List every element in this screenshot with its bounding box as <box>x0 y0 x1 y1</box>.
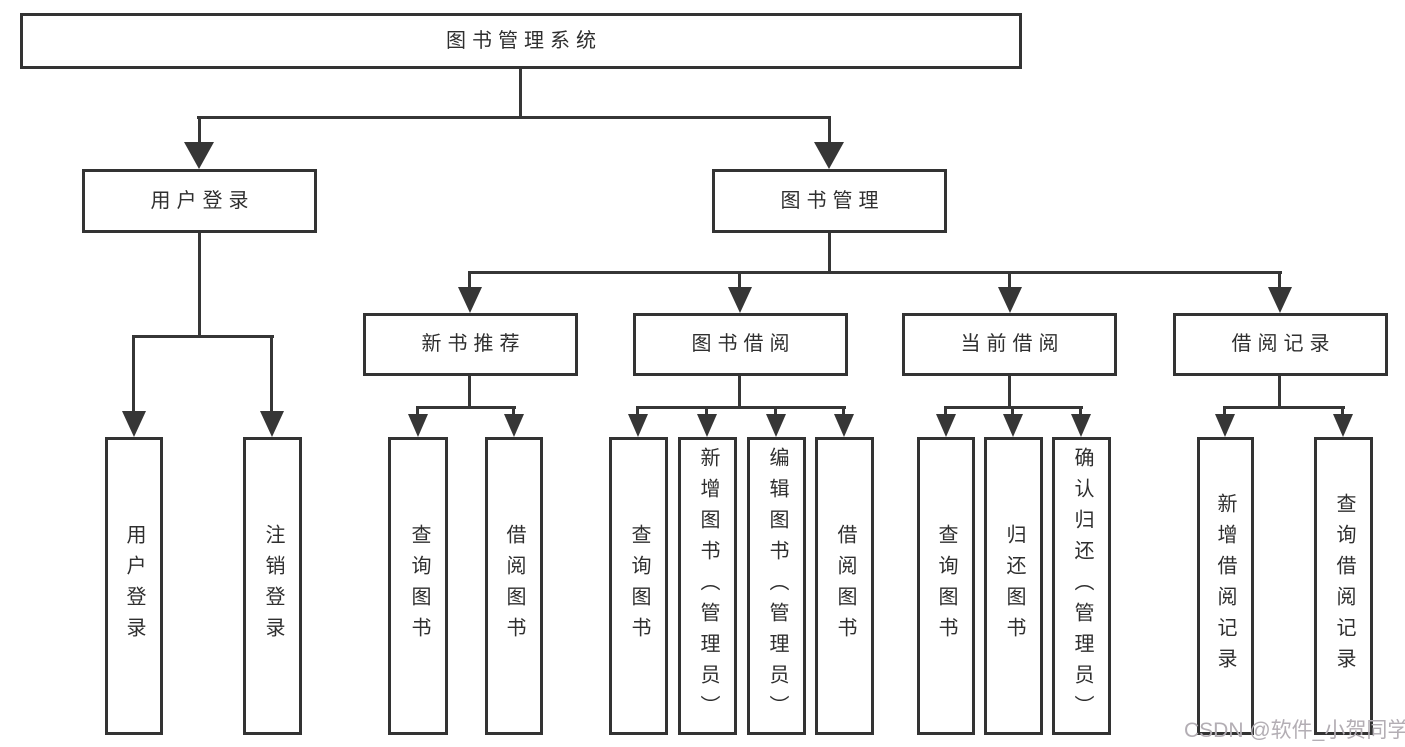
connector-line <box>519 69 522 116</box>
connector-line <box>132 335 274 338</box>
connector-line <box>1223 406 1226 418</box>
connector-line <box>636 406 846 409</box>
leaf-logout: 注销登录 <box>243 437 302 735</box>
arrowhead-down-icon <box>184 142 214 169</box>
arrowhead-down-icon <box>408 414 428 437</box>
arrowhead-down-icon <box>504 414 524 437</box>
node-new-book-recommendation: 新书推荐 <box>363 313 578 376</box>
arrowhead-down-icon <box>814 142 844 169</box>
leaf-return-books: 归还图书 <box>984 437 1043 735</box>
connector-line <box>1011 406 1014 418</box>
arrowhead-down-icon <box>1003 414 1023 437</box>
connector-line <box>1223 406 1345 409</box>
node-user-login: 用户登录 <box>82 169 317 233</box>
connector-line <box>468 271 1282 274</box>
connector-line <box>1278 271 1281 291</box>
connector-line <box>132 335 135 415</box>
connector-line <box>198 116 201 148</box>
connector-line <box>1008 271 1011 291</box>
arrowhead-down-icon <box>697 414 717 437</box>
connector-line <box>416 406 516 409</box>
arrowhead-down-icon <box>1268 287 1292 313</box>
connector-line <box>270 335 273 415</box>
arrowhead-down-icon <box>834 414 854 437</box>
connector-line <box>705 406 708 418</box>
leaf-query-books-current: 查询图书 <box>917 437 975 735</box>
connector-line <box>1278 376 1281 406</box>
node-borrowing-records: 借阅记录 <box>1173 313 1388 376</box>
node-library-system: 图书管理系统 <box>20 13 1022 69</box>
node-book-management: 图书管理 <box>712 169 947 233</box>
arrowhead-down-icon <box>998 287 1022 313</box>
connector-line <box>468 376 471 406</box>
arrowhead-down-icon <box>1333 414 1353 437</box>
node-book-borrowing: 图书借阅 <box>633 313 848 376</box>
arrowhead-down-icon <box>766 414 786 437</box>
leaf-confirm-return-admin: 确认归还（管理员） <box>1052 437 1111 735</box>
arrowhead-down-icon <box>1071 414 1091 437</box>
connector-line <box>636 406 639 418</box>
leaf-query-borrow-record: 查询借阅记录 <box>1314 437 1373 735</box>
connector-line <box>468 271 471 291</box>
connector-line <box>774 406 777 418</box>
leaf-query-books-borrowing: 查询图书 <box>609 437 668 735</box>
arrowhead-down-icon <box>728 287 752 313</box>
node-current-borrowing: 当前借阅 <box>902 313 1117 376</box>
leaf-query-books-recommend: 查询图书 <box>388 437 448 735</box>
connector-line <box>1341 406 1344 418</box>
arrowhead-down-icon <box>1215 414 1235 437</box>
leaf-user-login: 用户登录 <box>105 437 163 735</box>
connector-line <box>416 406 419 418</box>
connector-line <box>828 233 831 271</box>
leaf-add-books-admin: 新增图书（管理员） <box>678 437 737 735</box>
leaf-edit-books-admin: 编辑图书（管理员） <box>747 437 806 735</box>
connector-line <box>1008 376 1011 406</box>
arrowhead-down-icon <box>628 414 648 437</box>
connector-line <box>512 406 515 418</box>
connector-line <box>738 271 741 291</box>
leaf-borrow-books-recommend: 借阅图书 <box>485 437 543 735</box>
connector-line <box>944 406 947 418</box>
watermark-text: CSDN @软件_小贺同学 <box>1184 719 1405 742</box>
connector-line <box>828 116 831 148</box>
connector-line <box>1079 406 1082 418</box>
leaf-borrow-books-borrowing: 借阅图书 <box>815 437 874 735</box>
arrowhead-down-icon <box>260 411 284 437</box>
arrowhead-down-icon <box>122 411 146 437</box>
leaf-add-borrow-record: 新增借阅记录 <box>1197 437 1254 735</box>
connector-line <box>198 233 201 335</box>
arrowhead-down-icon <box>458 287 482 313</box>
connector-line <box>738 376 741 406</box>
connector-line <box>842 406 845 418</box>
arrowhead-down-icon <box>936 414 956 437</box>
connector-line <box>197 116 831 119</box>
